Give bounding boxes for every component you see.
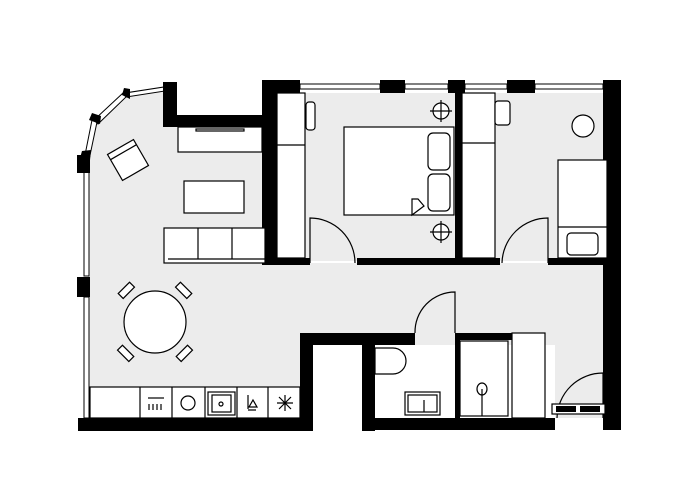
washing-machine-icon [180, 395, 196, 411]
window-left-lower [83, 296, 90, 419]
hob-icon [148, 397, 164, 410]
cabinet [511, 332, 546, 419]
walls [77, 80, 621, 431]
desk-chair [305, 101, 316, 131]
dining-table [123, 290, 187, 354]
toilet [374, 347, 407, 375]
round-table [571, 114, 595, 138]
coffee-table [183, 180, 245, 214]
living-room-furniture [106, 126, 266, 363]
wardrobe [461, 92, 496, 259]
desk-chair [494, 100, 511, 126]
door-bedroom-1 [309, 217, 356, 264]
washbasin [404, 391, 441, 416]
fridge-icon [277, 395, 293, 411]
tv [195, 128, 245, 132]
door-bedroom-2 [501, 217, 549, 264]
lamp-icon [430, 221, 452, 243]
armchair [106, 138, 150, 182]
window-bedroom1-b [404, 83, 449, 90]
pillow [566, 232, 599, 256]
dining-chairs [116, 281, 194, 363]
sofa [163, 227, 266, 264]
pillow [427, 132, 451, 171]
shower [459, 340, 509, 417]
kitchen-counter [89, 386, 301, 419]
wardrobe [276, 92, 306, 259]
sink-icon [207, 391, 236, 416]
bedroom-1-furniture [276, 92, 455, 259]
window-bedroom2-a [464, 83, 508, 90]
bathroom-furniture [374, 332, 606, 419]
dishwasher-icon [247, 395, 259, 411]
door-bathroom [414, 291, 456, 334]
window-bedroom2-b [534, 83, 604, 90]
lamp-icon [430, 100, 452, 122]
radiator [551, 403, 606, 415]
duvet-fold [411, 198, 425, 217]
pillow [427, 173, 451, 212]
bedroom-2-furniture [461, 92, 608, 259]
window-left-upper [83, 171, 90, 277]
window-bedroom1-a [299, 83, 381, 90]
